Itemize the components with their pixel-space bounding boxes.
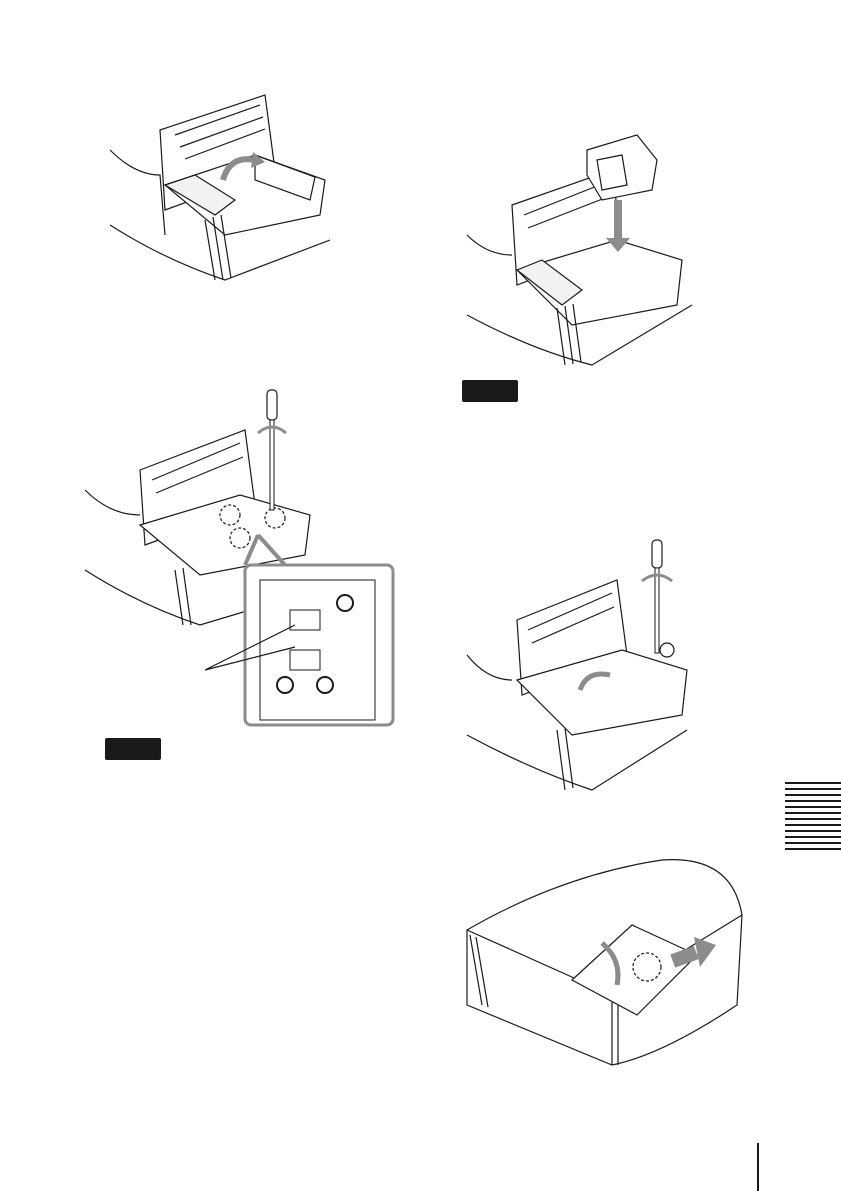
figure-insert-lamp xyxy=(462,130,697,370)
figure-loosen-screws xyxy=(80,385,400,730)
figure-tighten-screws xyxy=(462,535,692,800)
figure-close-cover xyxy=(462,855,747,1075)
note-label-box xyxy=(462,380,518,402)
footer-divider xyxy=(757,1143,759,1191)
screwdriver-icon xyxy=(642,540,672,653)
note-label-box xyxy=(105,738,161,760)
figure-open-lamp-cover xyxy=(105,85,330,285)
section-index-tab xyxy=(785,782,841,852)
screwdriver-icon xyxy=(258,390,286,510)
